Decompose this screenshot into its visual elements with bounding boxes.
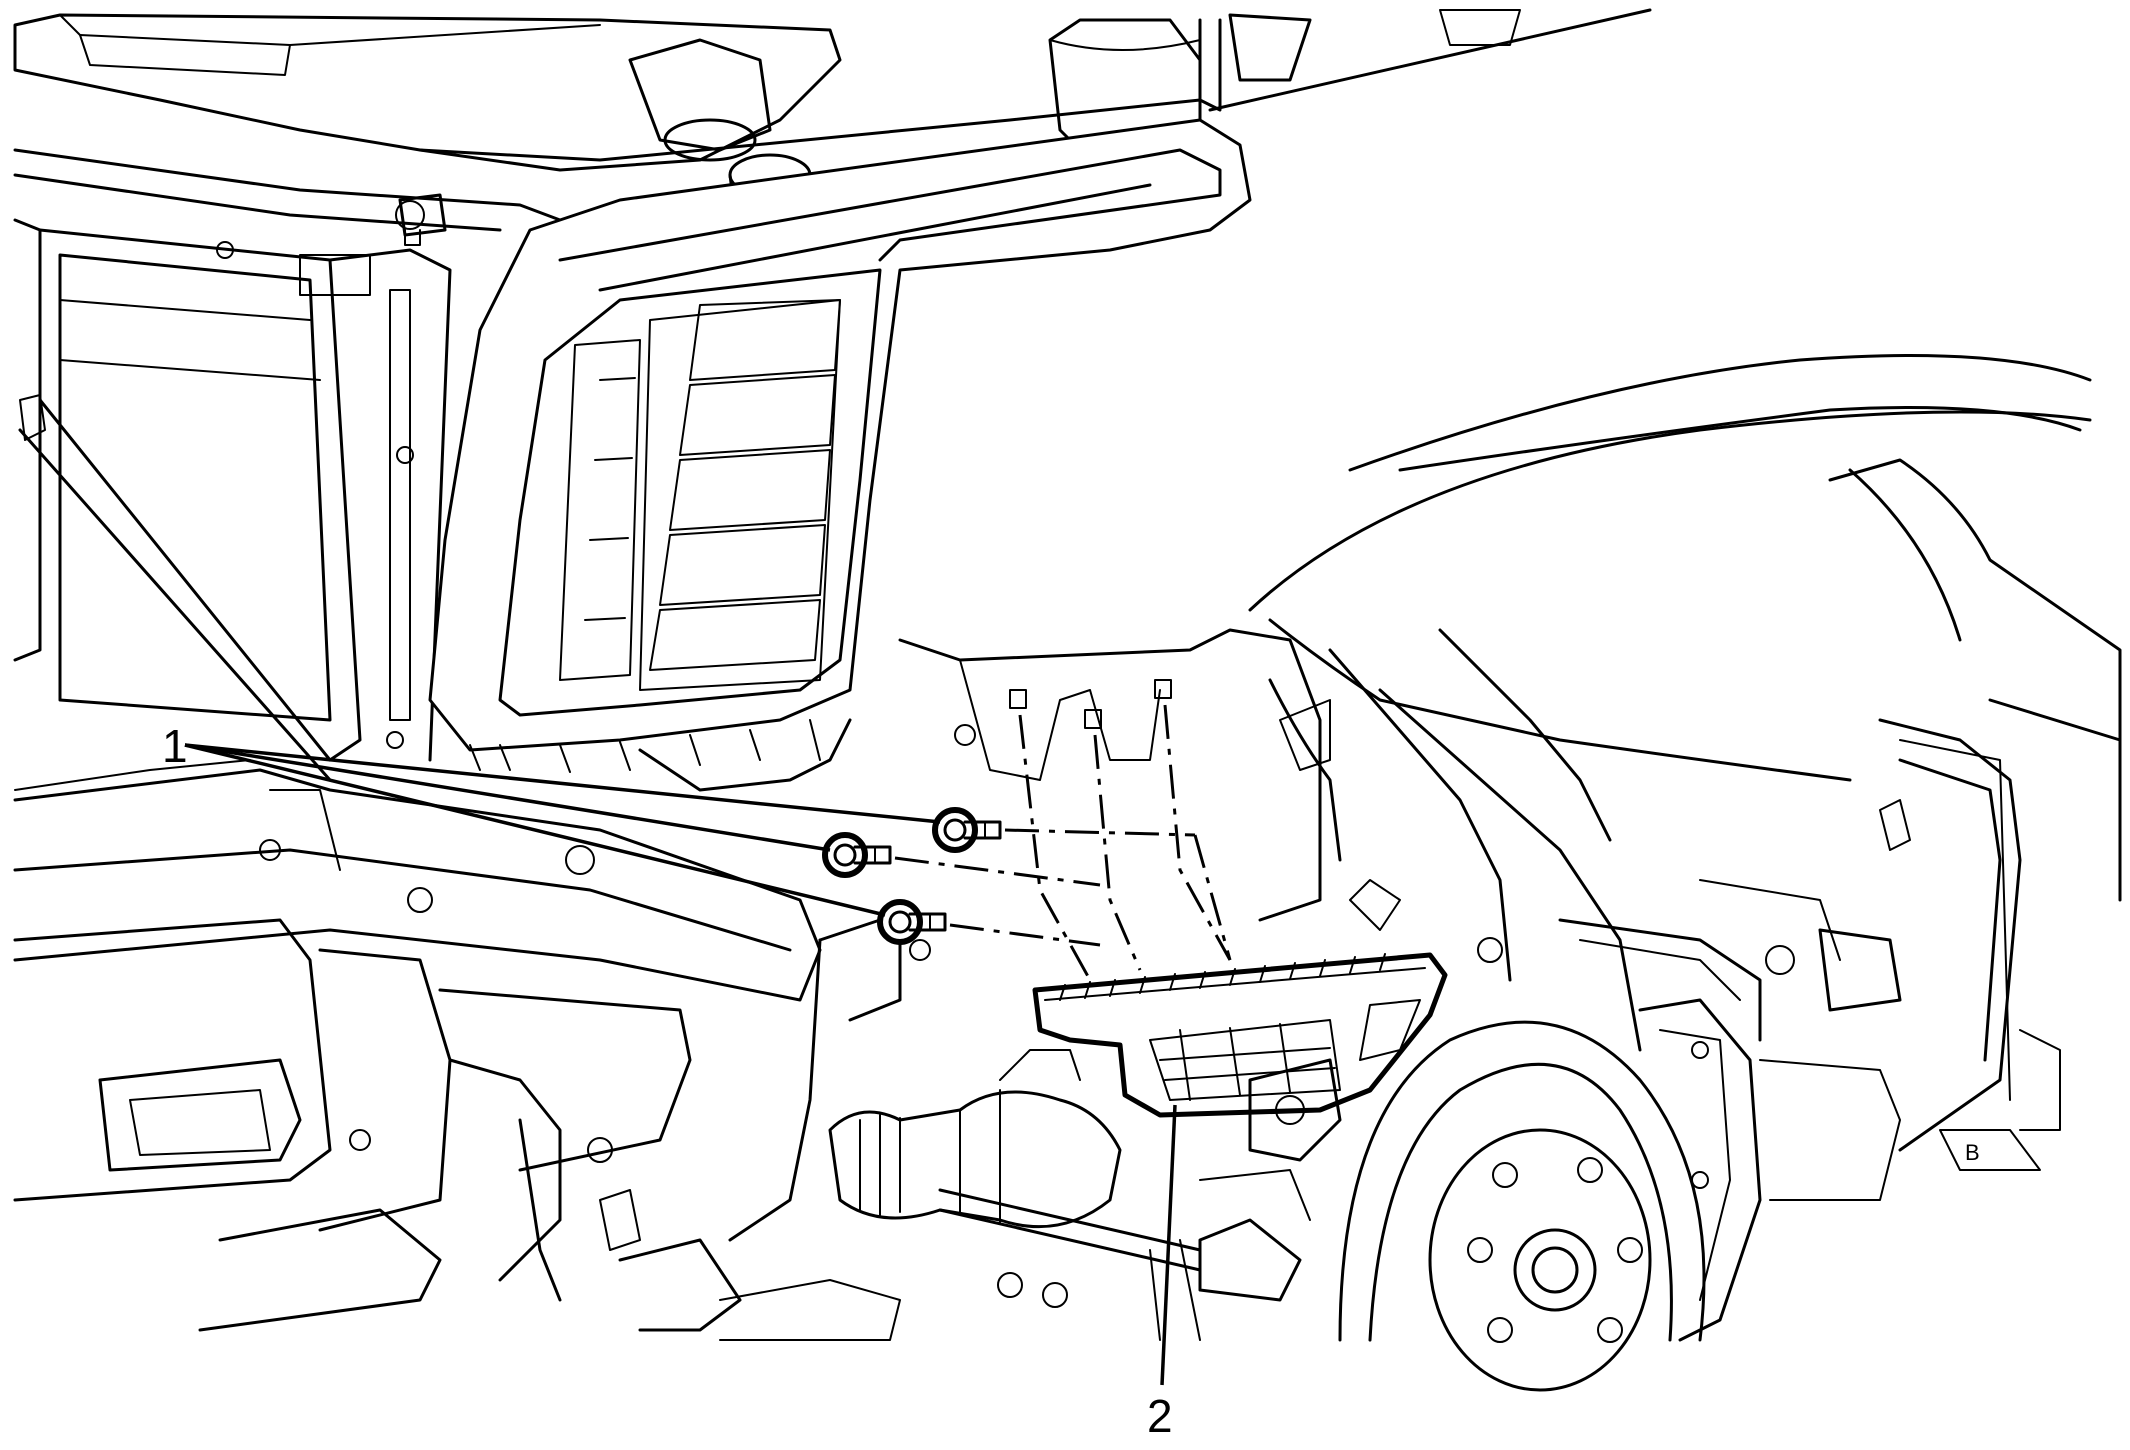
headlamp-assembly <box>428 118 1252 792</box>
bolt-upper <box>932 807 1002 853</box>
fasteners-group <box>822 807 1002 945</box>
fender-wheel-arch: B <box>1248 354 2122 1171</box>
bolt-middle <box>822 832 892 878</box>
callout-1-label: 1 <box>162 720 188 772</box>
radiator-support-frame <box>13 13 842 782</box>
installation-path-lines <box>894 704 1232 981</box>
lower-frame-rail <box>13 759 931 1332</box>
svg-text:B: B <box>1965 1140 1980 1165</box>
callout-2-label: 2 <box>1147 1390 1173 1442</box>
drive-axle <box>719 1049 1302 1341</box>
inner-wheelhouse-structure <box>898 628 1401 931</box>
callout-leaders <box>184 743 1177 1386</box>
headlamp-lower-bracket <box>1032 952 1448 1118</box>
bolt-lower <box>877 899 947 945</box>
brake-rotor-hub <box>1338 998 1901 1392</box>
